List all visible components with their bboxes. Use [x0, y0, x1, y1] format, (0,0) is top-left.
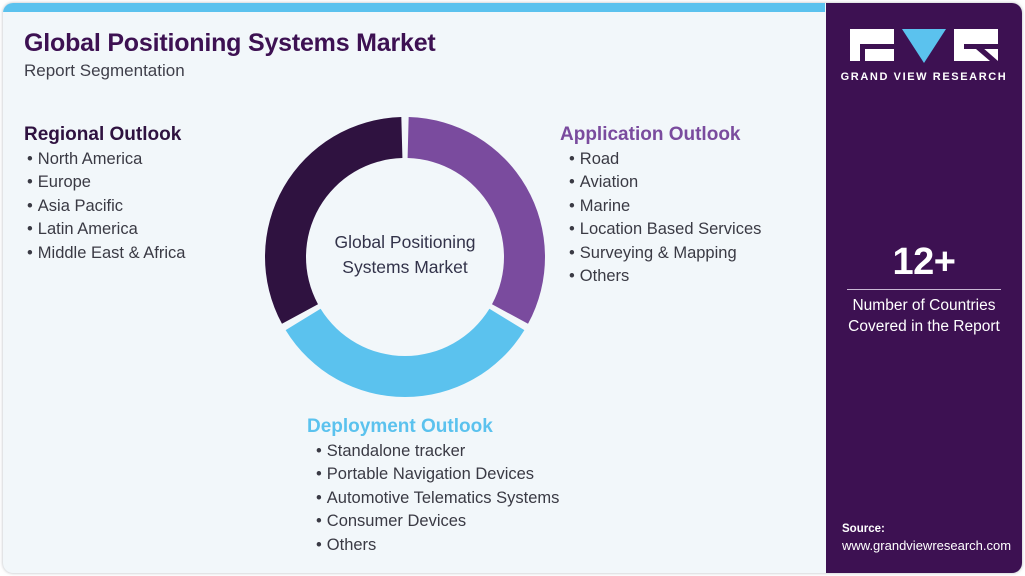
list-item: •Others [569, 265, 761, 288]
gvr-logo-icon [850, 29, 998, 63]
bullet-icon: • [569, 173, 575, 192]
list-item-label: Standalone tracker [326, 442, 466, 460]
deployment-outlook-block: Deployment Outlook •Standalone tracker •… [307, 416, 559, 557]
list-item: •Marine [569, 195, 761, 218]
source-label: Source: [842, 523, 885, 535]
list-item-label: Location Based Services [579, 220, 762, 239]
source-footer: Source: www.grandviewresearch.com [842, 521, 1022, 555]
bullet-icon: • [27, 220, 33, 239]
list-item: •Aviation [569, 171, 761, 194]
application-outlook-heading: Application Outlook [560, 124, 741, 145]
list-item: •Europe [27, 171, 185, 194]
source-url[interactable]: www.grandviewresearch.com [842, 538, 1012, 553]
page-title: Global Positioning Systems Market [24, 29, 436, 57]
bullet-icon: • [316, 535, 322, 554]
stat-divider [847, 289, 1001, 290]
regional-outlook-block: Regional Outlook •North America •Europe … [24, 124, 185, 265]
regional-outlook-list: •North America •Europe •Asia Pacific •La… [24, 148, 185, 265]
list-item: •Road [569, 148, 761, 171]
list-item: •Location Based Services [569, 218, 761, 241]
bullet-icon: • [27, 243, 33, 262]
list-item-label: Latin America [37, 220, 138, 239]
deployment-outlook-list: •Standalone tracker •Portable Navigation… [307, 440, 559, 557]
brand-logo-text: GRAND VIEW RESEARCH [840, 71, 1008, 83]
brand-side-panel: GRAND VIEW RESEARCH 12+ Number of Countr… [826, 3, 1022, 573]
donut-segment-deployment[interactable] [285, 308, 525, 397]
donut-segment-application[interactable] [407, 117, 545, 324]
bullet-icon: • [569, 196, 575, 215]
regional-outlook-heading: Regional Outlook [24, 124, 182, 145]
countries-stat: 12+ Number of Countries Covered in the R… [826, 241, 1022, 337]
list-item: •North America [27, 148, 185, 171]
list-item-label: Middle East & Africa [37, 243, 186, 262]
application-outlook-list: •Road •Aviation •Marine •Location Based … [560, 148, 761, 288]
donut-center-line-1: Global Positioning [334, 232, 476, 252]
list-item: •Others [316, 534, 559, 557]
bullet-icon: • [316, 442, 322, 460]
stat-caption: Number of Countries Covered in the Repor… [826, 295, 1022, 337]
list-item: •Surveying & Mapping [569, 242, 761, 265]
list-item-label: Europe [37, 173, 91, 192]
donut-center-line-2: Systems Market [342, 257, 468, 277]
bullet-icon: • [569, 267, 575, 286]
bullet-icon: • [316, 465, 322, 484]
list-item: •Latin America [27, 218, 185, 241]
list-item-label: Others [579, 267, 630, 286]
bullet-icon: • [27, 196, 33, 215]
stat-caption-line-2: Covered in the Report [848, 318, 1000, 335]
report-card: Global Positioning Systems Market Report… [3, 3, 1022, 573]
top-accent-bar [3, 3, 825, 12]
stat-value: 12+ [892, 241, 956, 283]
list-item-label: Automotive Telematics Systems [326, 488, 560, 507]
list-item-label: Aviation [579, 173, 639, 192]
donut-segment-regional[interactable] [265, 117, 403, 324]
application-outlook-block: Application Outlook •Road •Aviation •Mar… [560, 124, 761, 288]
list-item-label: Marine [579, 196, 631, 215]
list-item-label: Portable Navigation Devices [326, 465, 535, 484]
bullet-icon: • [316, 512, 322, 531]
bullet-icon: • [569, 220, 575, 239]
list-item-label: Asia Pacific [37, 196, 124, 215]
bullet-icon: • [569, 243, 575, 262]
bullet-icon: • [27, 173, 33, 192]
list-item: •Middle East & Africa [27, 242, 185, 265]
bullet-icon: • [569, 150, 575, 168]
brand-logo: GRAND VIEW RESEARCH [826, 27, 1022, 83]
bullet-icon: • [27, 150, 33, 168]
donut-center-label: Global Positioning Systems Market [263, 230, 547, 280]
deployment-outlook-heading: Deployment Outlook [307, 416, 493, 437]
stat-caption-line-1: Number of Countries [852, 297, 996, 314]
list-item: •Automotive Telematics Systems [316, 487, 559, 510]
list-item-label: Consumer Devices [326, 512, 467, 531]
list-item: •Asia Pacific [27, 195, 185, 218]
segmentation-donut-chart: Global Positioning Systems Market [263, 115, 547, 399]
list-item: •Portable Navigation Devices [316, 463, 559, 486]
list-item-label: Road [579, 150, 620, 168]
list-item: •Consumer Devices [316, 510, 559, 533]
list-item: •Standalone tracker [316, 440, 559, 463]
donut-svg [265, 117, 545, 397]
page-subtitle: Report Segmentation [24, 61, 185, 80]
bullet-icon: • [316, 488, 322, 507]
list-item-label: Surveying & Mapping [579, 243, 737, 262]
list-item-label: North America [37, 150, 143, 168]
list-item-label: Others [326, 535, 377, 554]
